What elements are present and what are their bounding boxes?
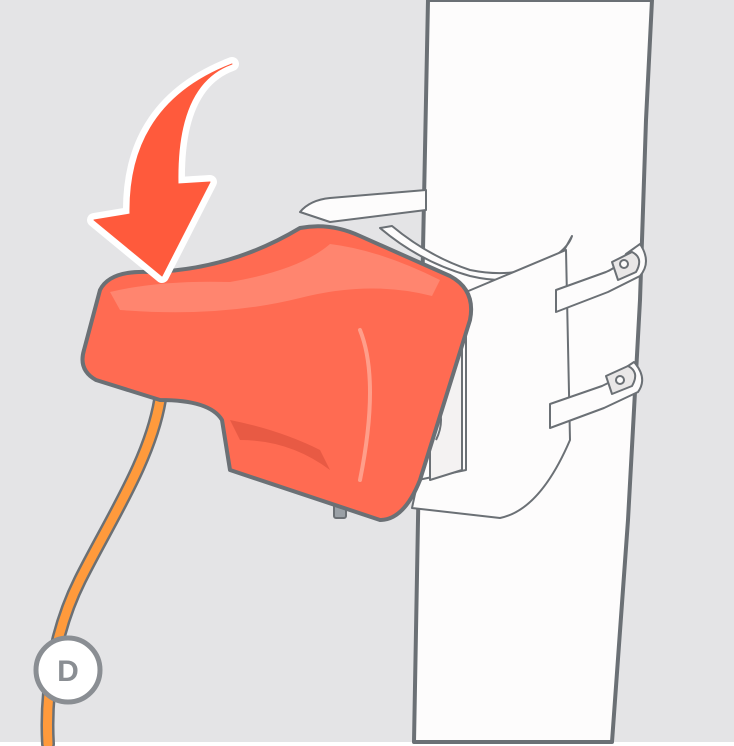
bottom-border xyxy=(0,742,734,746)
step-label: D xyxy=(57,655,79,688)
step-label-badge: D xyxy=(36,638,100,702)
